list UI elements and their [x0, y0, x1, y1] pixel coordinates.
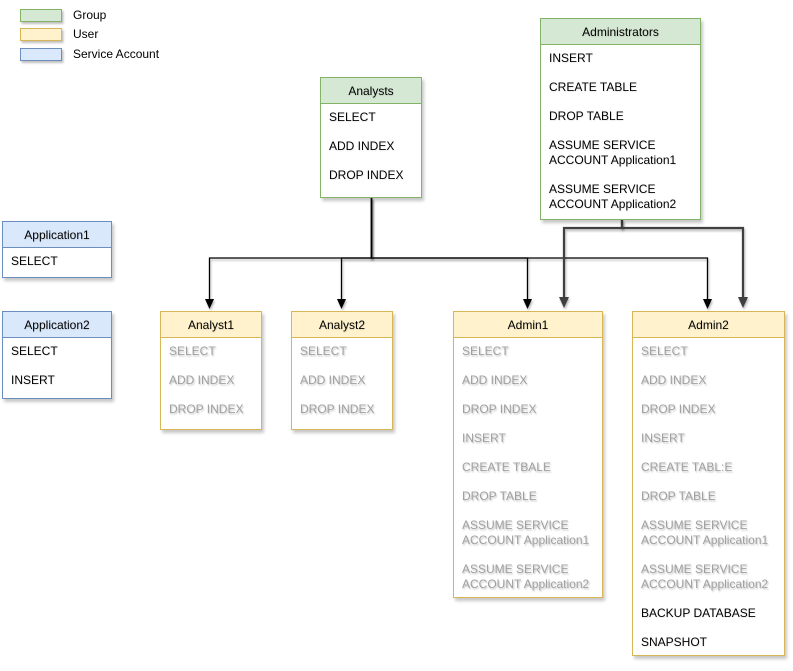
permission-item: ASSUME SERVICE ACCOUNT Application1 — [462, 518, 590, 547]
node-admin1-title: Admin1 — [453, 311, 603, 338]
permission-item: INSERT — [549, 51, 593, 65]
node-administrators-body: INSERT CREATE TABLE DROP TABLE ASSUME SE… — [540, 45, 701, 220]
node-application1-title: Application1 — [2, 221, 112, 248]
permission-item: CREATE TBALE — [462, 460, 551, 474]
permission-item: ADD INDEX — [641, 373, 707, 387]
edge-administrators-admin2[interactable] — [620, 220, 748, 308]
user-color-swatch[interactable] — [20, 27, 62, 41]
node-analyst1-title: Analyst1 — [160, 311, 262, 338]
node-admin2-title: Admin2 — [632, 311, 785, 338]
legend-row-service-account: Service Account — [20, 47, 159, 61]
arrowhead-icon — [523, 299, 532, 309]
arrowhead-icon — [337, 299, 346, 309]
permission-item: ASSUME SERVICE ACCOUNT Application1 — [549, 138, 677, 167]
edge-analysts-analyst1[interactable] — [205, 198, 373, 309]
node-application2-body: SELECT INSERT — [2, 338, 112, 399]
node-analyst1-body: SELECT ADD INDEX DROP INDEX — [160, 338, 262, 430]
permission-item: INSERT — [11, 373, 55, 387]
permission-item: INSERT — [641, 431, 685, 445]
node-administrators-title: Administrators — [540, 18, 701, 45]
node-analyst2[interactable]: Analyst2 SELECT ADD INDEX DROP INDEX — [291, 311, 393, 430]
permission-item: SELECT — [169, 344, 216, 358]
node-admin1[interactable]: Admin1 SELECT ADD INDEX DROP INDEX INSER… — [453, 311, 603, 598]
node-analysts-title: Analysts — [320, 77, 422, 104]
edge-administrators-admin1[interactable] — [559, 220, 624, 308]
arrowhead-icon — [559, 297, 569, 308]
edge-analysts-admin1[interactable] — [370, 198, 533, 309]
group-color-swatch[interactable] — [20, 8, 62, 22]
node-analyst2-body: SELECT ADD INDEX DROP INDEX — [291, 338, 393, 430]
permission-item: ADD INDEX — [462, 373, 528, 387]
node-application2-title: Application2 — [2, 311, 112, 338]
permission-item: DROP INDEX — [300, 402, 375, 416]
node-application2[interactable]: Application2 SELECT INSERT — [2, 311, 112, 399]
permission-item: BACKUP DATABASE — [641, 606, 756, 620]
node-analyst1[interactable]: Analyst1 SELECT ADD INDEX DROP INDEX — [160, 311, 262, 430]
permission-item: SNAPSHOT — [641, 635, 708, 649]
permission-item: CREATE TABL:E — [641, 460, 733, 474]
permission-item: SELECT — [300, 344, 347, 358]
permission-item: SELECT — [641, 344, 688, 358]
permission-item: ADD INDEX — [300, 373, 366, 387]
legend-row-group: Group — [20, 8, 106, 22]
permission-item: SELECT — [11, 344, 58, 358]
permission-item: CREATE TABLE — [549, 80, 638, 94]
permission-item: ADD INDEX — [329, 139, 395, 153]
legend-row-user: User — [20, 27, 98, 41]
permission-item: ASSUME SERVICE ACCOUNT Application1 — [641, 518, 769, 547]
permission-item: ASSUME SERVICE ACCOUNT Application2 — [549, 182, 677, 211]
legend-label-group: Group — [73, 8, 107, 22]
permission-item: DROP INDEX — [169, 402, 244, 416]
node-admin2-body: SELECT ADD INDEX DROP INDEX INSERT CREAT… — [632, 338, 785, 656]
node-application1-body: SELECT — [2, 248, 112, 278]
node-analyst2-title: Analyst2 — [291, 311, 393, 338]
service-account-color-swatch[interactable] — [20, 47, 62, 61]
node-analysts[interactable]: Analysts SELECT ADD INDEX DROP INDEX — [320, 77, 422, 198]
node-admin2[interactable]: Admin2 SELECT ADD INDEX DROP INDEX INSER… — [632, 311, 785, 656]
permission-item: ASSUME SERVICE ACCOUNT Application2 — [462, 562, 590, 591]
legend-label-user: User — [73, 27, 99, 41]
node-application1[interactable]: Application1 SELECT — [2, 221, 112, 278]
permission-item: SELECT — [329, 110, 376, 124]
edge-analysts-analyst2[interactable] — [337, 198, 373, 309]
permission-item: DROP TABLE — [462, 489, 537, 503]
arrowhead-icon — [738, 297, 748, 308]
legend-label-service-account: Service Account — [73, 47, 160, 61]
edge-analysts-admin2[interactable] — [370, 198, 713, 309]
node-admin1-body: SELECT ADD INDEX DROP INDEX INSERT CREAT… — [453, 338, 603, 598]
permission-item: SELECT — [11, 254, 58, 268]
arrowhead-icon — [703, 299, 712, 309]
permission-item: INSERT — [462, 431, 506, 445]
permission-item: ASSUME SERVICE ACCOUNT Application2 — [641, 562, 769, 591]
arrowhead-icon — [205, 299, 214, 309]
permission-item: SELECT — [462, 344, 509, 358]
permission-item: ADD INDEX — [169, 373, 235, 387]
permission-item: DROP INDEX — [329, 168, 404, 182]
permission-item: DROP INDEX — [641, 402, 716, 416]
node-analysts-body: SELECT ADD INDEX DROP INDEX — [320, 104, 422, 198]
node-administrators[interactable]: Administrators INSERT CREATE TABLE DROP … — [540, 18, 701, 220]
permission-item: DROP INDEX — [462, 402, 537, 416]
permission-item: DROP TABLE — [549, 109, 624, 123]
permission-item: DROP TABLE — [641, 489, 716, 503]
